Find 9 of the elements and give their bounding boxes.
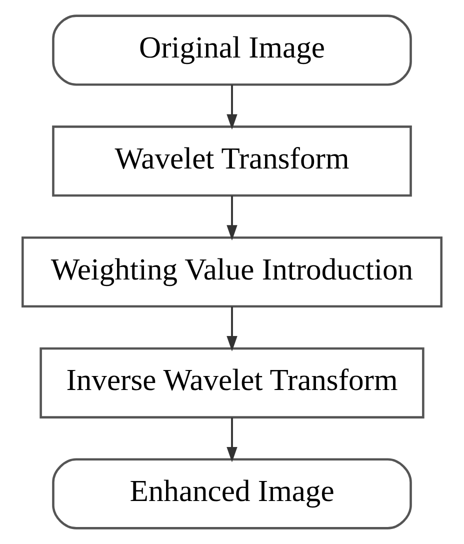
node-box: Original Image bbox=[52, 14, 412, 86]
node-box: Inverse Wavelet Transform bbox=[40, 347, 424, 418]
node-box: Enhanced Image bbox=[52, 458, 412, 530]
arrow bbox=[226, 196, 238, 240]
arrow bbox=[226, 306, 238, 352]
arrow bbox=[226, 84, 238, 130]
node-box: Weighting Value Introduction bbox=[22, 236, 442, 308]
node-box: Wavelet Transform bbox=[52, 126, 412, 197]
arrow bbox=[226, 418, 238, 462]
